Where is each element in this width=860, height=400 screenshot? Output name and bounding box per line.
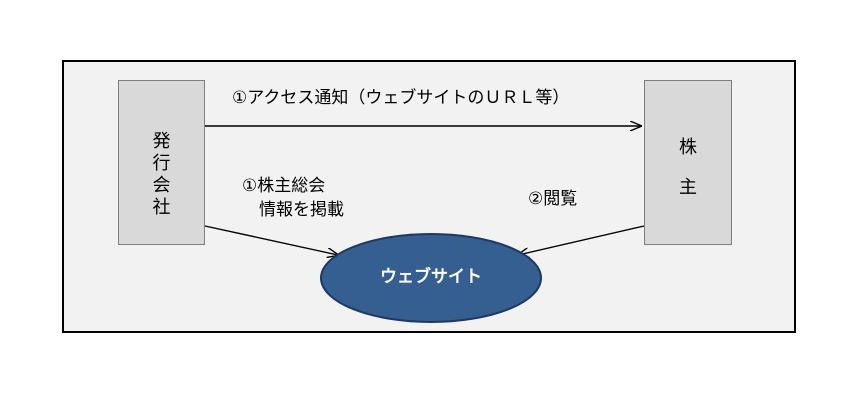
website-ellipse: [320, 233, 542, 323]
shareholder-label-1: 株: [679, 137, 697, 158]
issuer-box: 発行会社: [118, 80, 205, 245]
shareholder-label-2: 主: [679, 177, 697, 198]
shareholder-box: 株 主: [644, 80, 732, 245]
issuer-label: 発行会社: [152, 131, 171, 218]
post-info-label-line-1: ①株主総会: [242, 176, 326, 196]
post-info-label-line-2: 情報を掲載: [242, 200, 344, 220]
website-label: ウェブサイト: [380, 267, 482, 287]
view-arrow: [518, 225, 645, 255]
post-info-label: ①株主総会 情報を掲載: [242, 174, 344, 222]
post-arrow: [204, 225, 338, 255]
view-label: ②閲覧: [528, 189, 578, 209]
notice-label: ①アクセス通知（ウェブサイトのＵＲＬ等）: [232, 88, 570, 108]
